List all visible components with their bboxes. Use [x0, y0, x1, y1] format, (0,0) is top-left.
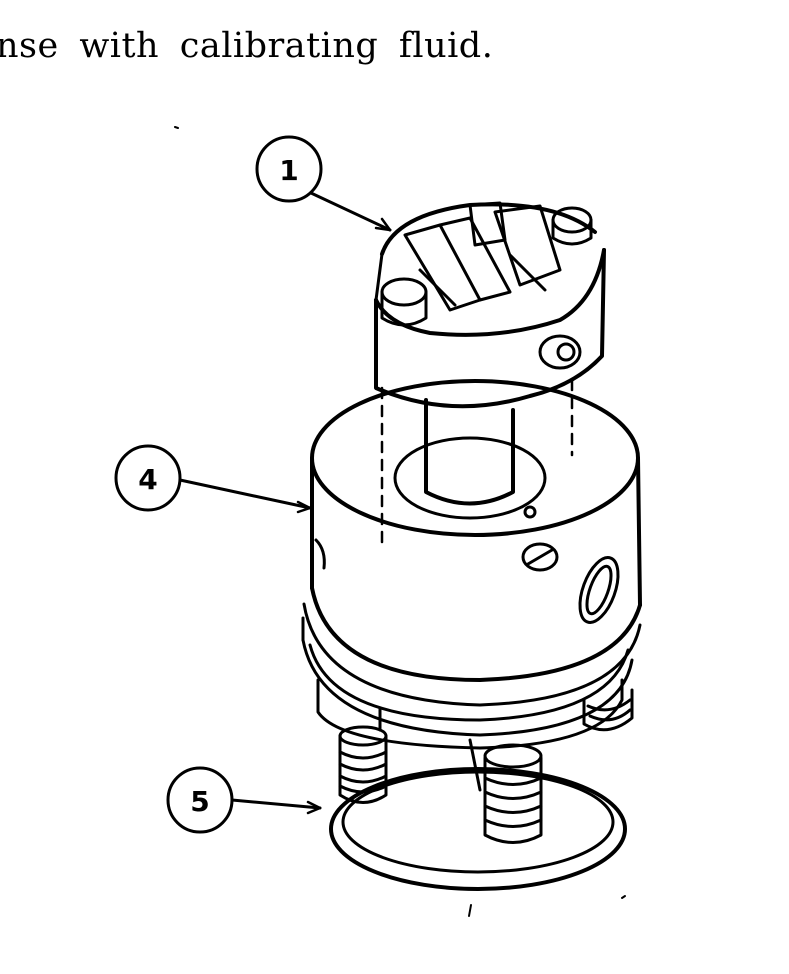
callout-4: 4: [114, 444, 312, 514]
scan-specks: [174, 126, 626, 917]
callout-1-label: 1: [279, 154, 298, 187]
callout-5: 5: [166, 766, 322, 834]
callout-1: 1: [255, 135, 392, 232]
clamp-head: [374, 201, 606, 409]
callout-4-label: 4: [138, 463, 157, 496]
valve-body: [301, 379, 642, 750]
instruction-text: nse with calibrating fluid.: [0, 26, 494, 66]
o-ring: [329, 767, 627, 891]
callout-5-label: 5: [190, 785, 209, 818]
stem: [380, 378, 574, 547]
